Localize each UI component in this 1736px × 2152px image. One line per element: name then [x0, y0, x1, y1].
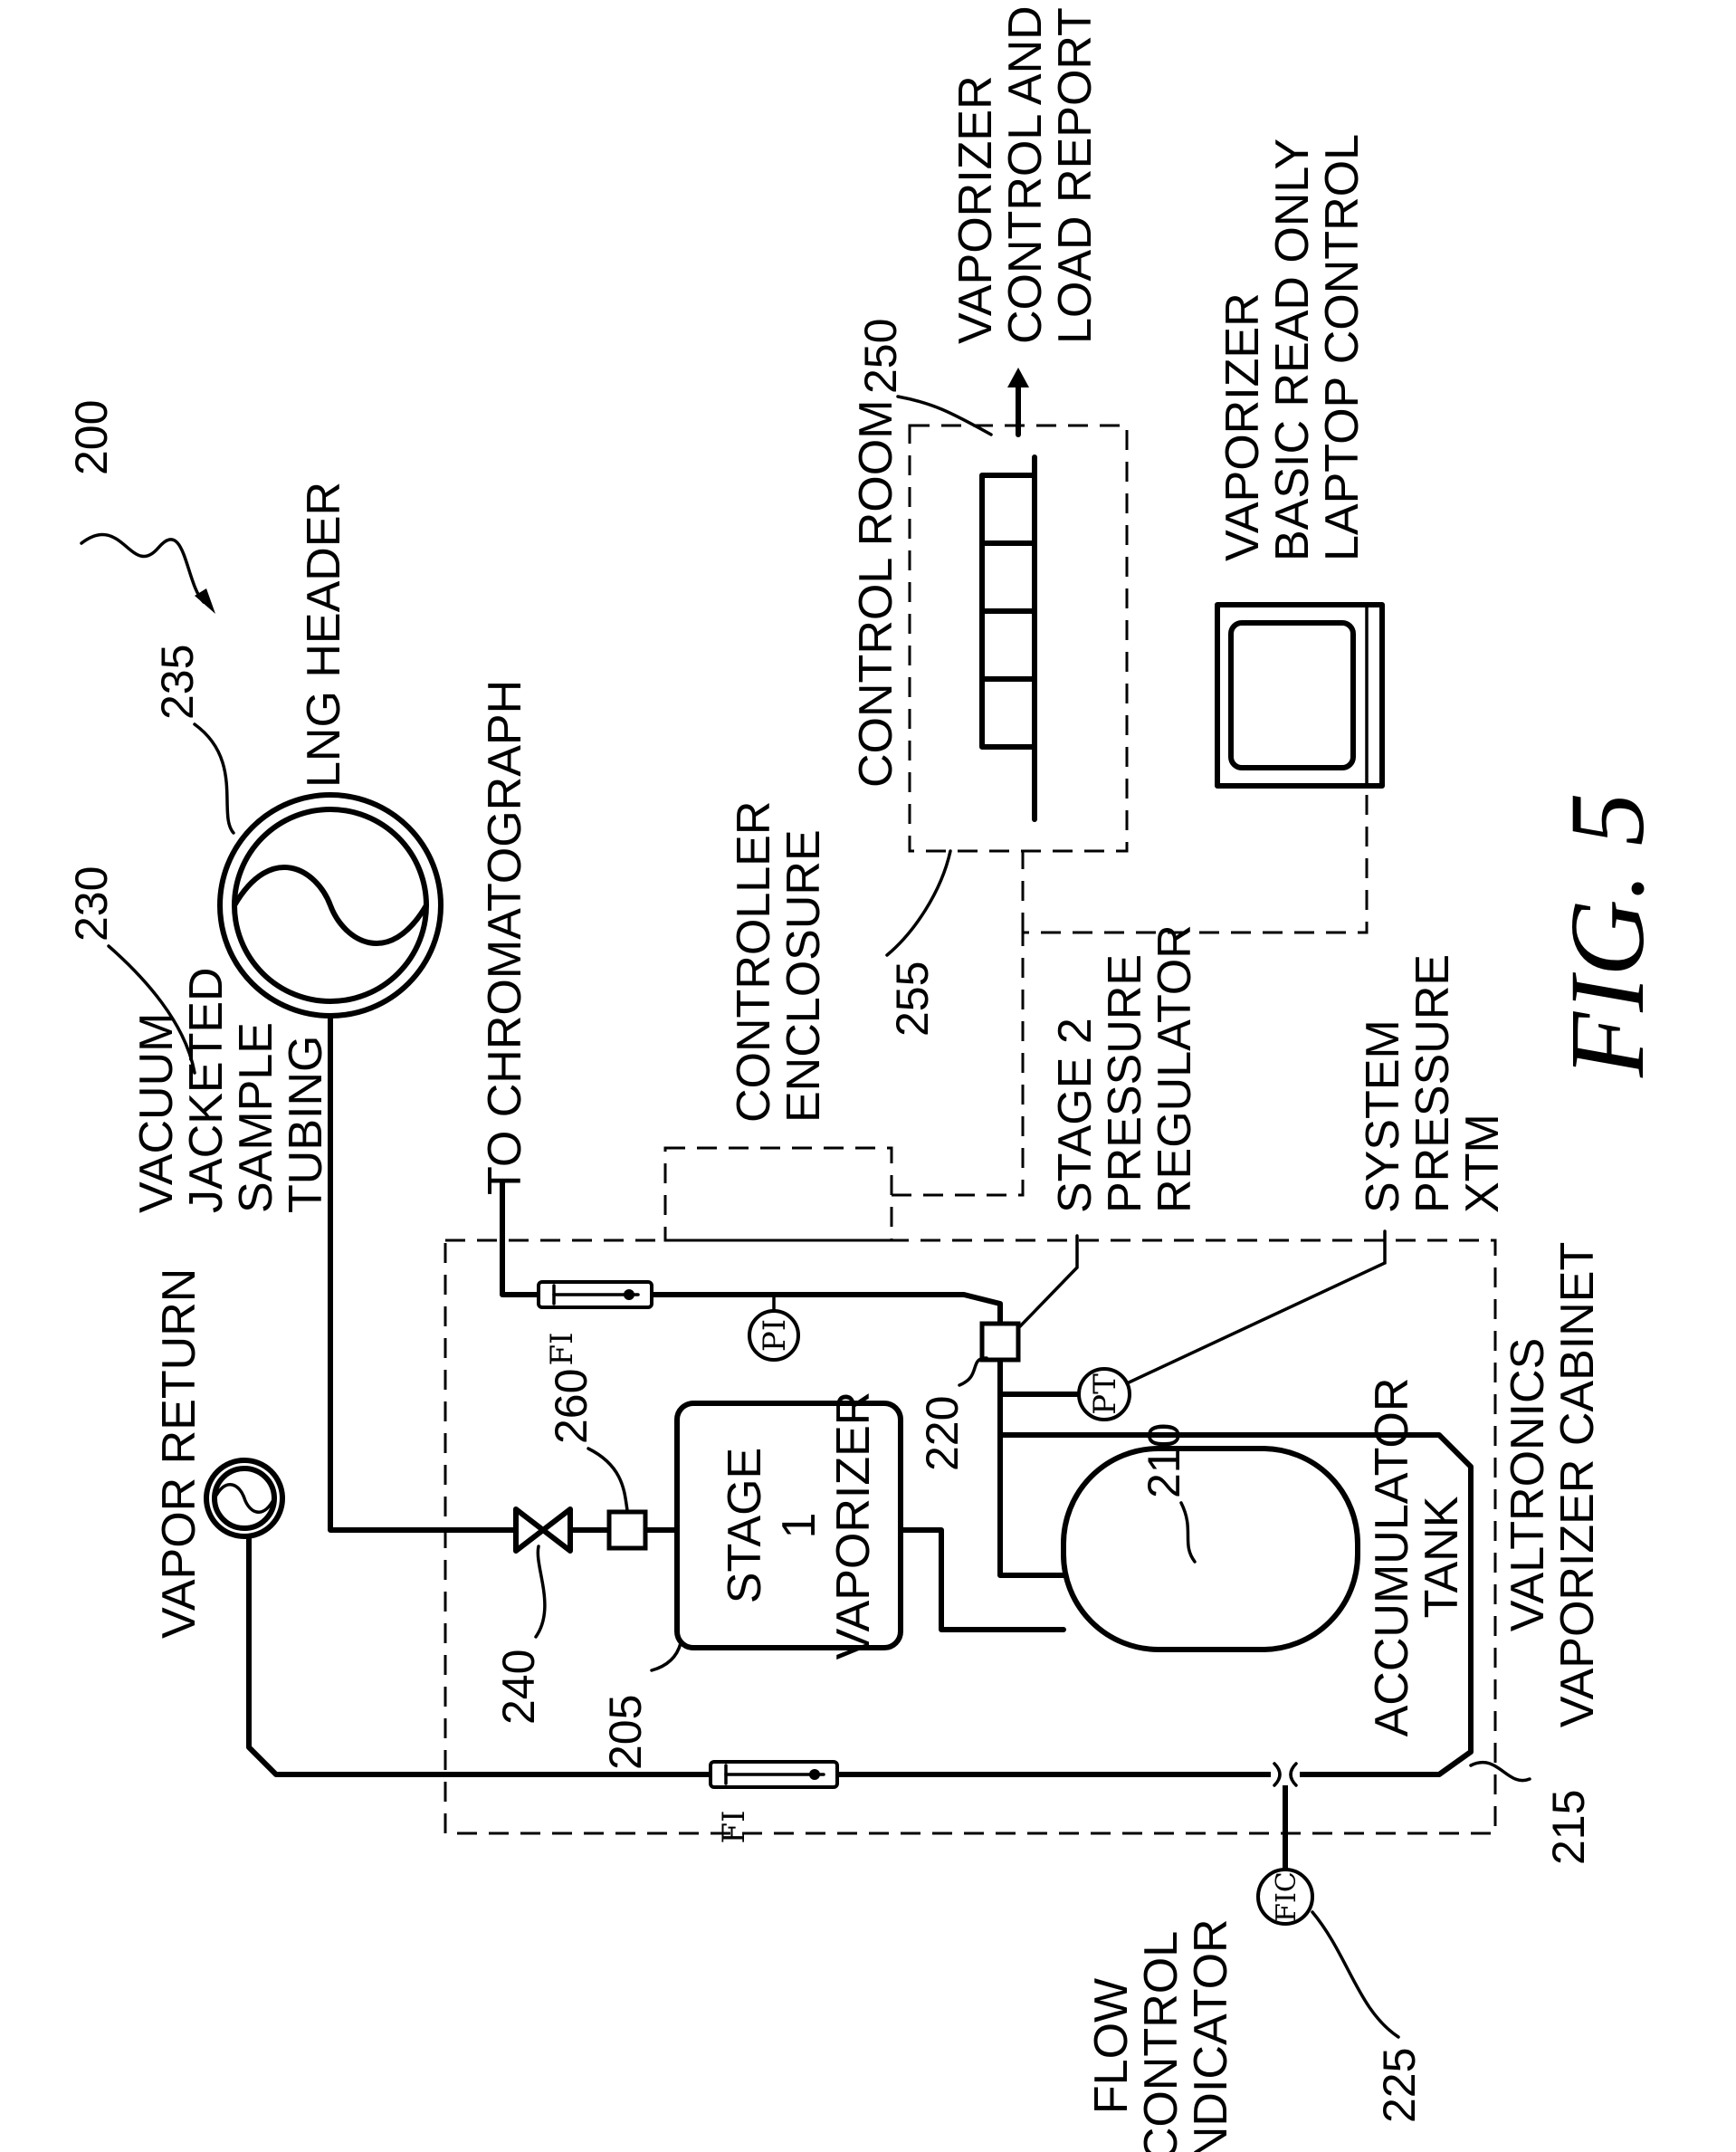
- controller-enclosure-box: [665, 1148, 892, 1240]
- control-panel-rack: [982, 457, 1035, 819]
- flow-indicator-top: [539, 1282, 652, 1307]
- svg-text:1: 1: [773, 1513, 825, 1539]
- leader-240: [536, 1546, 545, 1637]
- svg-text:TUBING: TUBING: [280, 1036, 332, 1213]
- label-cabinet: VALTRONICS VAPORIZER CABINET: [1502, 1242, 1604, 1727]
- leader-system-pressure: [1127, 1231, 1385, 1383]
- tag-fi-bottom: FI: [716, 1810, 752, 1843]
- leader-205: [652, 1643, 681, 1670]
- leader-stage2: [1020, 1236, 1077, 1326]
- figure-caption: FIG. 5: [1548, 792, 1666, 1078]
- flow-indicator-bottom: [711, 1762, 837, 1787]
- ref-210: 210: [1139, 1423, 1189, 1498]
- ref-255: 255: [887, 961, 938, 1037]
- vaporizer-to-tank-line: [901, 1530, 1064, 1630]
- svg-text:STAGE: STAGE: [719, 1448, 771, 1603]
- leader-255: [887, 851, 950, 955]
- label-lng-header: LNG HEADER: [298, 482, 350, 788]
- ref-215: 215: [1543, 1790, 1594, 1865]
- label-stage2-regulator: STAGE 2 PRESSURE REGULATOR: [1049, 924, 1201, 1213]
- label-system-pressure: SYSTEM PRESSURE XTM: [1357, 954, 1509, 1213]
- stage2-pressure-regulator: [982, 1324, 1018, 1360]
- label-control-room: CONTROL ROOM: [850, 399, 902, 788]
- svg-text:VAPORIZER: VAPORIZER: [949, 75, 1002, 344]
- svg-text:VALTRONICS: VALTRONICS: [1502, 1338, 1554, 1632]
- svg-text:XTM: XTM: [1456, 1114, 1509, 1213]
- leader-250: [898, 397, 991, 435]
- label-accumulator-tank: ACCUMULATOR TANK: [1366, 1378, 1468, 1737]
- svg-text:JACKETED: JACKETED: [180, 967, 233, 1213]
- tag-pi: PI: [757, 1319, 793, 1352]
- ref-260: 260: [546, 1369, 596, 1444]
- vapor-return-symbol: [206, 1460, 282, 1536]
- valve-240: [516, 1509, 570, 1551]
- tag-pt: PT: [1087, 1373, 1123, 1415]
- svg-text:CONTROL: CONTROL: [1135, 1931, 1188, 2152]
- label-vacuum-tubing: VACUUM JACKETED SAMPLE TUBING: [130, 967, 332, 1213]
- svg-text:ENCLOSURE: ENCLOSURE: [777, 829, 830, 1123]
- leader-215: [1471, 1763, 1530, 1781]
- svg-text:CONTROLLER: CONTROLLER: [728, 801, 780, 1123]
- tag-fi-top: FI: [544, 1332, 580, 1365]
- ref-200: 200: [66, 400, 117, 475]
- label-vapor-return: VAPOR RETURN: [153, 1268, 205, 1639]
- tag-fic: FIC: [1271, 1871, 1302, 1922]
- svg-text:VACUUM: VACUUM: [130, 1013, 183, 1213]
- svg-text:ACCUMULATOR: ACCUMULATOR: [1366, 1378, 1418, 1737]
- svg-text:VAPORIZER: VAPORIZER: [827, 1392, 880, 1660]
- regulator-to-chromatograph-line: [652, 1295, 1000, 1324]
- svg-text:INDICATOR: INDICATOR: [1185, 1918, 1237, 2152]
- ref-205: 205: [600, 1695, 651, 1770]
- svg-text:BASIC READ ONLY: BASIC READ ONLY: [1266, 139, 1319, 561]
- svg-text:LAPTOP CONTROL: LAPTOP CONTROL: [1316, 134, 1369, 561]
- svg-text:FLOW: FLOW: [1085, 1978, 1138, 2114]
- leader-225: [1312, 1912, 1398, 2037]
- filter-260: [609, 1512, 645, 1548]
- ref-220: 220: [917, 1396, 968, 1471]
- label-flow-indicator: FLOW CONTROL INDICATOR: [1085, 1918, 1237, 2152]
- leader-235: [195, 724, 234, 833]
- ref-250: 250: [855, 319, 906, 394]
- svg-text:SYSTEM: SYSTEM: [1357, 1019, 1409, 1213]
- ref-225: 225: [1374, 2048, 1425, 2123]
- svg-text:VAPORIZER CABINET: VAPORIZER CABINET: [1551, 1242, 1604, 1727]
- svg-text:CONTROL AND: CONTROL AND: [999, 5, 1052, 344]
- svg-text:PRESSURE: PRESSURE: [1099, 954, 1151, 1213]
- chromatograph-feed-line: [502, 1181, 539, 1295]
- svg-text:PRESSURE: PRESSURE: [1407, 954, 1459, 1213]
- accumulator-tank: [1064, 1449, 1358, 1650]
- leader-260: [588, 1449, 627, 1510]
- svg-text:SAMPLE: SAMPLE: [230, 1022, 282, 1213]
- label-to-chromatograph: TO CHROMATOGRAPH: [479, 680, 531, 1195]
- lng-header-symbol: [220, 795, 441, 1016]
- ref-240: 240: [493, 1650, 544, 1725]
- laptop-monitor: [1217, 605, 1382, 786]
- svg-text:STAGE 2: STAGE 2: [1049, 1018, 1102, 1213]
- ref-235: 235: [152, 645, 203, 720]
- label-controller-enclosure: CONTROLLER ENCLOSURE: [728, 801, 830, 1123]
- svg-text:TANK: TANK: [1416, 1496, 1468, 1618]
- svg-text:REGULATOR: REGULATOR: [1149, 924, 1201, 1213]
- label-laptop: VAPORIZER BASIC READ ONLY LAPTOP CONTROL: [1216, 134, 1369, 561]
- flow-orifice: [1271, 1764, 1300, 1785]
- leader-200: [81, 534, 204, 602]
- svg-text:LOAD REPORT: LOAD REPORT: [1049, 7, 1102, 344]
- ref-230: 230: [66, 866, 117, 942]
- label-control-report: VAPORIZER CONTROL AND LOAD REPORT: [949, 5, 1102, 344]
- svg-text:VAPORIZER: VAPORIZER: [1216, 292, 1269, 561]
